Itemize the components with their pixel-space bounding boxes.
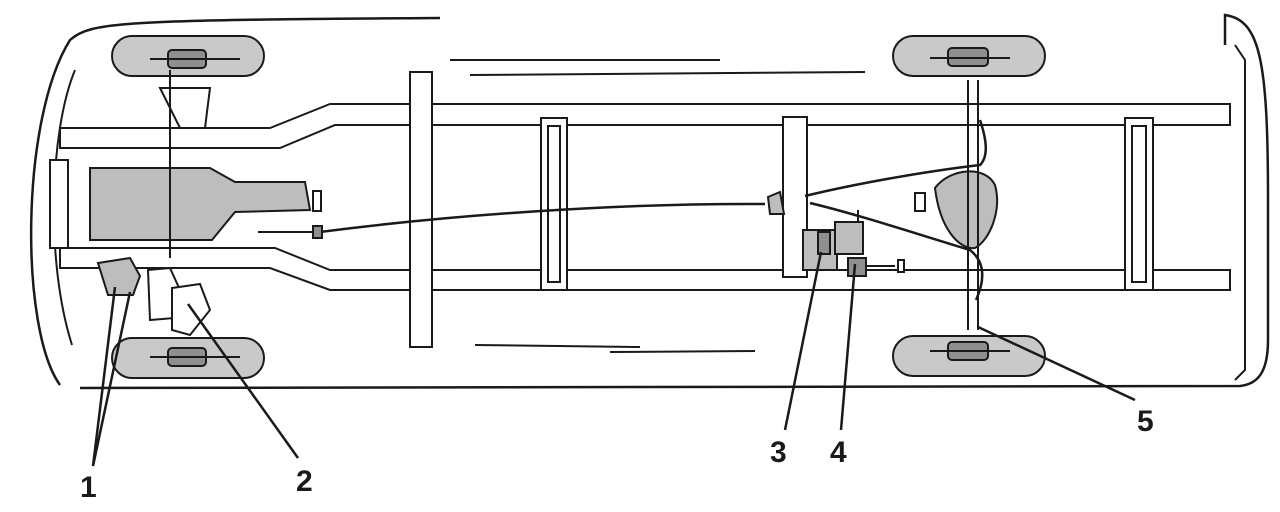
transmission [89, 167, 312, 241]
valve-tab [897, 259, 905, 273]
crossmember [409, 71, 433, 348]
leader-2 [186, 303, 300, 459]
steering-box [96, 256, 142, 296]
body-line [469, 71, 866, 76]
valve-4 [834, 221, 864, 255]
radiator-support [49, 159, 69, 249]
crossmember [1124, 117, 1154, 291]
equalizer [766, 190, 786, 215]
brake-cable-upper [804, 119, 987, 198]
crossmember-inner [547, 125, 561, 283]
leader-1a [91, 286, 117, 467]
rear-differential [933, 170, 999, 250]
crossmember [540, 117, 568, 291]
cable-connector [312, 225, 323, 239]
brake-cable [319, 202, 766, 234]
rear-panel [1234, 44, 1246, 381]
leader-5 [977, 325, 1136, 402]
front-suspension [158, 87, 212, 129]
callout-1: 1 [80, 471, 97, 504]
frame-rail-upper [59, 103, 1231, 149]
leader-3 [783, 251, 823, 431]
callout-4: 4 [830, 436, 847, 469]
frame-rail-lower [59, 247, 1231, 291]
crossmember-inner [1131, 125, 1147, 283]
body-line [609, 350, 756, 353]
body-line [474, 344, 641, 348]
bracket-3-detail [817, 231, 831, 255]
leader-4 [839, 263, 857, 431]
transmission-end [312, 190, 322, 212]
callout-3: 3 [770, 436, 787, 469]
brake-cable-lower [809, 201, 984, 301]
callout-5: 5 [1137, 405, 1154, 438]
body-outline [29, 13, 1270, 390]
valve-4-lower [847, 257, 867, 277]
leader-1b [91, 291, 132, 467]
callout-2: 2 [296, 465, 313, 498]
diff-cover [914, 192, 926, 212]
